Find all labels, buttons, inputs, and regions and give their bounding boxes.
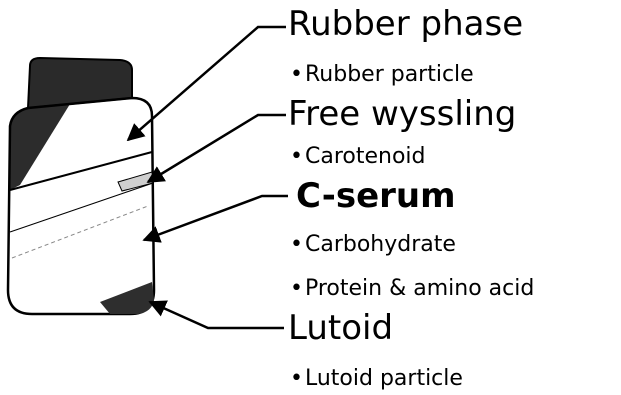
- rubber-phase-heading: Rubber phase: [288, 6, 523, 42]
- bullet-dot: •: [290, 144, 303, 169]
- lutoid-dark-zone: [100, 282, 154, 314]
- bullet-dot: •: [290, 276, 303, 301]
- c-serum-item-2: •Protein & amino acid: [290, 276, 534, 302]
- carotenoid-label: Carotenoid: [305, 144, 426, 169]
- c-serum-item-1: •Carbohydrate: [290, 232, 456, 258]
- carbohydrate-label: Carbohydrate: [305, 232, 456, 257]
- rubber-particle-label: Rubber particle: [305, 62, 474, 87]
- rubber-phase-item: •Rubber particle: [290, 62, 474, 88]
- arrow-lutoid: [150, 302, 284, 328]
- arrow-free-wyssling: [148, 115, 286, 182]
- free-wyssling-heading: Free wyssling: [288, 96, 516, 132]
- lutoid-particle-label: Lutoid particle: [305, 366, 463, 391]
- protein-amino-acid-label: Protein & amino acid: [305, 276, 534, 301]
- lutoid-item: •Lutoid particle: [290, 366, 463, 392]
- free-wyssling-boundary: [10, 183, 153, 232]
- bullet-dot: •: [290, 366, 303, 391]
- free-wyssling-item: •Carotenoid: [290, 144, 426, 170]
- bullet-dot: •: [290, 232, 303, 257]
- c-serum-inner-line: [12, 206, 148, 258]
- lutoid-heading: Lutoid: [288, 310, 393, 346]
- arrow-c-serum: [144, 196, 288, 240]
- bullet-dot: •: [290, 62, 303, 87]
- c-serum-heading: C-serum: [296, 178, 456, 214]
